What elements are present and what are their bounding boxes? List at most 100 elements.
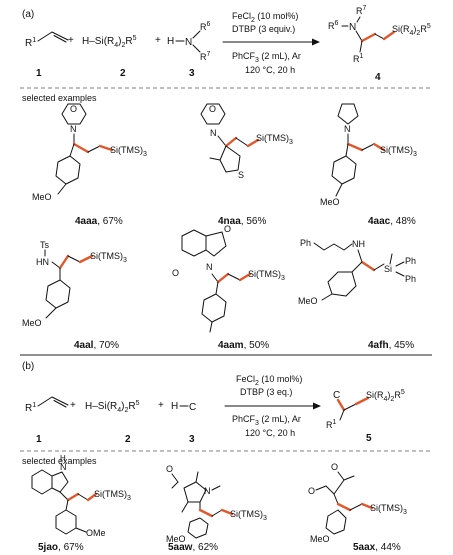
svg-text:Ts: Ts	[40, 240, 50, 250]
svg-text:R7: R7	[356, 5, 367, 16]
plus-1: +	[68, 35, 74, 46]
svg-text:FeCl2 (10 mol%): FeCl2 (10 mol%)	[236, 374, 302, 387]
svg-text:C: C	[333, 390, 340, 401]
svg-text:O: O	[172, 268, 179, 278]
svg-text:OMe: OMe	[86, 528, 106, 538]
svg-text:H: H	[167, 36, 174, 47]
product-5: C R1 Si(R4)2R5	[326, 389, 405, 430]
svg-text:Si(TMS)3: Si(TMS)3	[380, 145, 417, 158]
svg-text:O: O	[331, 462, 338, 472]
alkene-1b: R1	[25, 396, 69, 414]
silane-2: H–Si(R4)2R5	[82, 35, 137, 49]
label-4afh: 4afh, 45%	[368, 340, 414, 351]
reaction-arrow-a	[222, 38, 320, 46]
svg-text:O: O	[70, 104, 77, 114]
svg-text:Ph: Ph	[300, 238, 311, 248]
conditions-a: FeCl2 (10 mol%) DTBP (3 equiv.) PhCF3 (2…	[232, 11, 301, 75]
structure-4aac: N Si(TMS)3 MeO	[320, 103, 417, 207]
compound-num-4: 4	[375, 72, 381, 83]
svg-text:N: N	[344, 124, 351, 134]
svg-text:N: N	[349, 22, 356, 33]
silane-2b: H–Si(R4)2R5	[85, 400, 140, 414]
compound-num-3a: 3	[189, 68, 195, 79]
svg-text:MeO: MeO	[32, 192, 52, 202]
label-5jao: 5jao, 67%	[38, 542, 84, 553]
selected-examples-heading-a: selected examples	[22, 93, 97, 103]
svg-text:NH: NH	[352, 239, 365, 249]
compound-num-1b: 1	[36, 434, 42, 445]
structure-4aaa: O N Si(TMS)3 MeO	[32, 103, 147, 202]
svg-text:Si(TMS)3: Si(TMS)3	[370, 503, 407, 516]
svg-text:120 °C, 20 h: 120 °C, 20 h	[245, 428, 295, 438]
label-4aaa: 4aaa, 67%	[75, 216, 123, 227]
svg-text:DTBP (3 eq.): DTBP (3 eq.)	[240, 387, 292, 397]
svg-text:Si(TMS)3: Si(TMS)3	[248, 269, 285, 282]
svg-text:R1: R1	[353, 53, 364, 64]
structure-4aam: O O N Si(TMS)3	[172, 224, 285, 333]
svg-text:N: N	[210, 128, 217, 138]
svg-text:H: H	[60, 454, 66, 463]
svg-text:Si(TMS)3: Si(TMS)3	[256, 133, 293, 146]
svg-text:N: N	[60, 462, 67, 472]
svg-text:FeCl2 (10 mol%): FeCl2 (10 mol%)	[232, 11, 298, 24]
panel-b-label: (b)	[22, 361, 34, 372]
svg-text:PhCF3 (2 mL), Ar: PhCF3 (2 mL), Ar	[232, 414, 301, 427]
svg-text:H: H	[171, 401, 178, 412]
product-4: R6 N R7 R1 Si(R4)2R5	[328, 5, 431, 64]
svg-text:Si(TMS)3: Si(TMS)3	[90, 251, 127, 264]
svg-text:H–Si(R4)2R5: H–Si(R4)2R5	[82, 35, 137, 49]
label-4aac: 4aac, 48%	[368, 216, 416, 227]
svg-text:S: S	[238, 170, 244, 180]
svg-text:R1: R1	[25, 37, 36, 49]
plus-2: +	[155, 35, 161, 46]
svg-text:R1: R1	[25, 402, 36, 414]
svg-text:R6: R6	[200, 21, 211, 32]
svg-text:MeO: MeO	[320, 197, 340, 207]
svg-text:N: N	[206, 262, 213, 272]
hc-3: H C	[171, 401, 196, 413]
panel-a-label: (a)	[22, 9, 34, 20]
svg-text:R6: R6	[328, 20, 339, 31]
svg-text:Si(TMS)3: Si(TMS)3	[110, 145, 147, 158]
svg-text:N: N	[204, 486, 211, 496]
svg-text:MeO: MeO	[22, 318, 42, 328]
compound-num-1a: 1	[36, 68, 42, 79]
label-4aam: 4aam, 50%	[218, 340, 269, 351]
amine-3: H N R6 R7	[167, 21, 211, 62]
svg-text:Ph: Ph	[405, 256, 416, 266]
svg-text:O: O	[308, 486, 315, 496]
label-5aaw: 5aaw, 62%	[168, 542, 218, 553]
selected-examples-heading-b: selected examples	[22, 456, 97, 466]
structure-4afh: Ph NH Si Ph Ph MeO	[298, 238, 416, 306]
compound-num-5: 5	[366, 433, 372, 444]
svg-text:N: N	[70, 124, 77, 134]
plus-1b: +	[70, 400, 76, 411]
svg-text:R1: R1	[326, 419, 337, 430]
reaction-arrow-b	[224, 402, 321, 410]
svg-text:MeO: MeO	[298, 296, 318, 306]
svg-text:O: O	[166, 464, 173, 474]
svg-text:PhCF3 (2 mL), Ar: PhCF3 (2 mL), Ar	[232, 51, 301, 64]
compound-num-2b: 2	[125, 434, 131, 445]
svg-text:120 °C, 20 h: 120 °C, 20 h	[245, 65, 295, 75]
svg-text:R7: R7	[200, 51, 211, 62]
svg-text:N: N	[185, 37, 192, 48]
compound-num-3b: 3	[189, 434, 195, 445]
compound-num-2a: 2	[120, 68, 126, 79]
structure-5aax: O O Si(TMS)3 MeO	[308, 462, 407, 544]
svg-text:Si(R4)2R5: Si(R4)2R5	[392, 23, 431, 37]
structure-5aaw: O N Si(TMS)3 MeO	[166, 464, 267, 544]
plus-2b: +	[158, 400, 164, 411]
label-4aal: 4aal, 70%	[74, 340, 119, 351]
svg-text:Si(TMS)3: Si(TMS)3	[94, 489, 131, 502]
svg-text:C: C	[189, 402, 196, 413]
label-5aax: 5aax, 44%	[353, 542, 401, 553]
svg-text:MeO: MeO	[166, 534, 186, 544]
svg-text:O: O	[209, 104, 216, 114]
svg-text:MeO: MeO	[310, 534, 330, 544]
alkene-1: R1	[25, 31, 69, 49]
svg-text:Si(R4)2R5: Si(R4)2R5	[366, 389, 405, 403]
structure-4naa: O N Si(TMS)3 S	[200, 103, 293, 180]
svg-text:H–Si(R4)2R5: H–Si(R4)2R5	[85, 400, 140, 414]
